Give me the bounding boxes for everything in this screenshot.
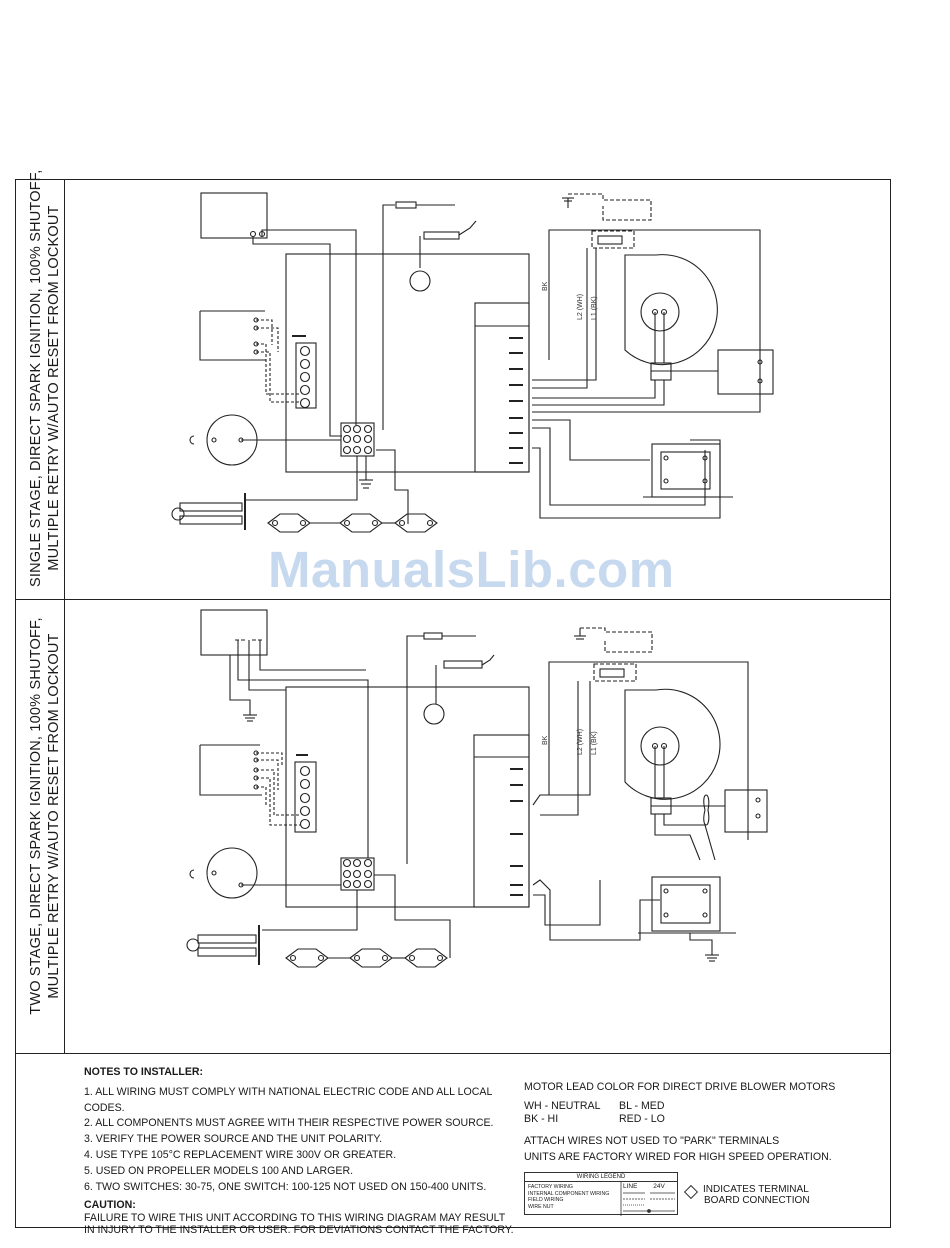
limit-disc <box>285 948 329 968</box>
motor-lead-info: MOTOR LEAD COLOR FOR DIRECT DRIVE BLOWER… <box>524 1080 854 1164</box>
terminal-note-line1: INDICATES TERMINAL <box>703 1184 809 1195</box>
diagram2-l1-label: L1 (BK) <box>591 731 598 755</box>
legend-row: FIELD WIRING <box>528 1197 564 1203</box>
burner-tube <box>197 934 257 944</box>
fan-blade-icon <box>703 794 710 826</box>
ignition-module <box>474 302 530 473</box>
diagram-divider <box>15 599 891 601</box>
blower-housing <box>624 688 721 800</box>
diagram2-l2-label: L2 (WH) <box>577 729 584 755</box>
relay-board <box>651 876 721 932</box>
motor-heading: MOTOR LEAD COLOR FOR DIRECT DRIVE BLOWER… <box>524 1081 836 1093</box>
thermostat-box <box>200 192 268 239</box>
legend-col-line: LINE <box>623 1183 638 1190</box>
lead-red: RED - LO <box>619 1113 665 1125</box>
legend-row: WIRE NUT <box>528 1203 554 1210</box>
capacitor <box>599 668 625 678</box>
diagram1-bk-label: BK <box>542 281 549 291</box>
connector-block <box>340 422 375 457</box>
pressure-switch <box>206 847 258 899</box>
caution-heading: CAUTION: <box>84 1199 136 1212</box>
label-column-divider <box>64 179 66 1053</box>
diagram2-bk-label: BK <box>542 735 549 745</box>
note-item: 4. USE TYPE 105°C REPLACEMENT WIRE 300V … <box>84 1148 397 1161</box>
limit-disc <box>349 948 393 968</box>
spark-electrode <box>395 201 417 209</box>
ignition-module <box>473 734 530 908</box>
diagram1-wiring: BK L2 (WH) L1 (BK) <box>171 192 774 533</box>
note-item: 2. ALL COMPONENTS MUST AGREE WITH THEIR … <box>84 1117 494 1130</box>
fan-switch <box>724 789 768 833</box>
capacitor <box>597 235 623 245</box>
note-item: 5. USED ON PROPELLER MODELS 100 AND LARG… <box>84 1164 354 1177</box>
limit-disc <box>394 513 438 533</box>
factory-note: UNITS ARE FACTORY WIRED FOR HIGH SPEED O… <box>524 1151 832 1163</box>
limit-disc <box>404 948 448 968</box>
connector-block <box>340 857 375 891</box>
caution-text: FAILURE TO WIRE THIS UNIT ACCORDING TO T… <box>84 1212 506 1225</box>
legend-title: WIRING LEGEND <box>525 1173 677 1182</box>
terminal-note-line2: BOARD CONNECTION <box>704 1195 810 1206</box>
diagram1-l1-label: L1 (BK) <box>591 296 598 320</box>
notes-divider <box>15 1053 891 1055</box>
park-note: ATTACH WIRES NOT USED TO "PARK" TERMINAL… <box>524 1135 780 1147</box>
diagram-frame <box>15 179 891 1228</box>
control-housing <box>285 253 530 473</box>
blower-housing <box>624 254 718 366</box>
legend-col-24v: 24V <box>653 1183 665 1190</box>
watermark: ManualsLib.com <box>268 541 675 598</box>
thermostat-box <box>200 609 268 656</box>
burner-tube <box>179 502 243 512</box>
fan-switch <box>717 349 774 395</box>
note-item: 6. TWO SWITCHES: 30-75, ONE SWITCH: 100-… <box>84 1180 487 1193</box>
terminal-strip <box>294 761 317 833</box>
diagram2-wiring: BK L2 (WH) L1 (BK) <box>186 609 768 968</box>
installer-notes: NOTES TO INSTALLER: 1. ALL WIRING MUST C… <box>84 1065 524 1236</box>
diagram1-l2-label: L2 (WH) <box>577 294 584 320</box>
note-item: 3. VERIFY THE POWER SOURCE AND THE UNIT … <box>84 1133 383 1146</box>
limit-disc <box>267 513 311 533</box>
flame-sensor <box>443 660 483 669</box>
blower-motor <box>640 726 680 766</box>
caution-text: IN INJURY TO THE INSTALLER OR USER. FOR … <box>84 1224 514 1237</box>
terminal-board-note: INDICATES TERMINAL BOARD CONNECTION <box>703 1184 810 1206</box>
spark-electrode <box>423 632 443 640</box>
legend-symbols <box>620 1181 675 1216</box>
limit-disc <box>339 513 383 533</box>
legend-row: INTERNAL COMPONENT WIRING <box>528 1190 610 1197</box>
lead-wh: WH - NEUTRAL <box>524 1100 601 1112</box>
gas-valve-sensor <box>423 703 445 725</box>
gas-valve-sensor <box>409 270 431 292</box>
notes-heading: NOTES TO INSTALLER: <box>84 1066 204 1078</box>
blower-motor <box>640 292 680 332</box>
lead-bl: BL - MED <box>619 1100 665 1112</box>
note-item: 1. ALL WIRING MUST COMPLY WITH NATIONAL … <box>84 1085 492 1114</box>
wiring-legend: WIRING LEGEND FACTORY WIRING INTERNAL CO… <box>524 1172 678 1216</box>
lead-bk: BK - HI <box>524 1113 559 1125</box>
flame-sensor <box>423 231 460 240</box>
terminal-strip <box>295 342 317 409</box>
legend-row: FACTORY WIRING <box>528 1184 573 1190</box>
